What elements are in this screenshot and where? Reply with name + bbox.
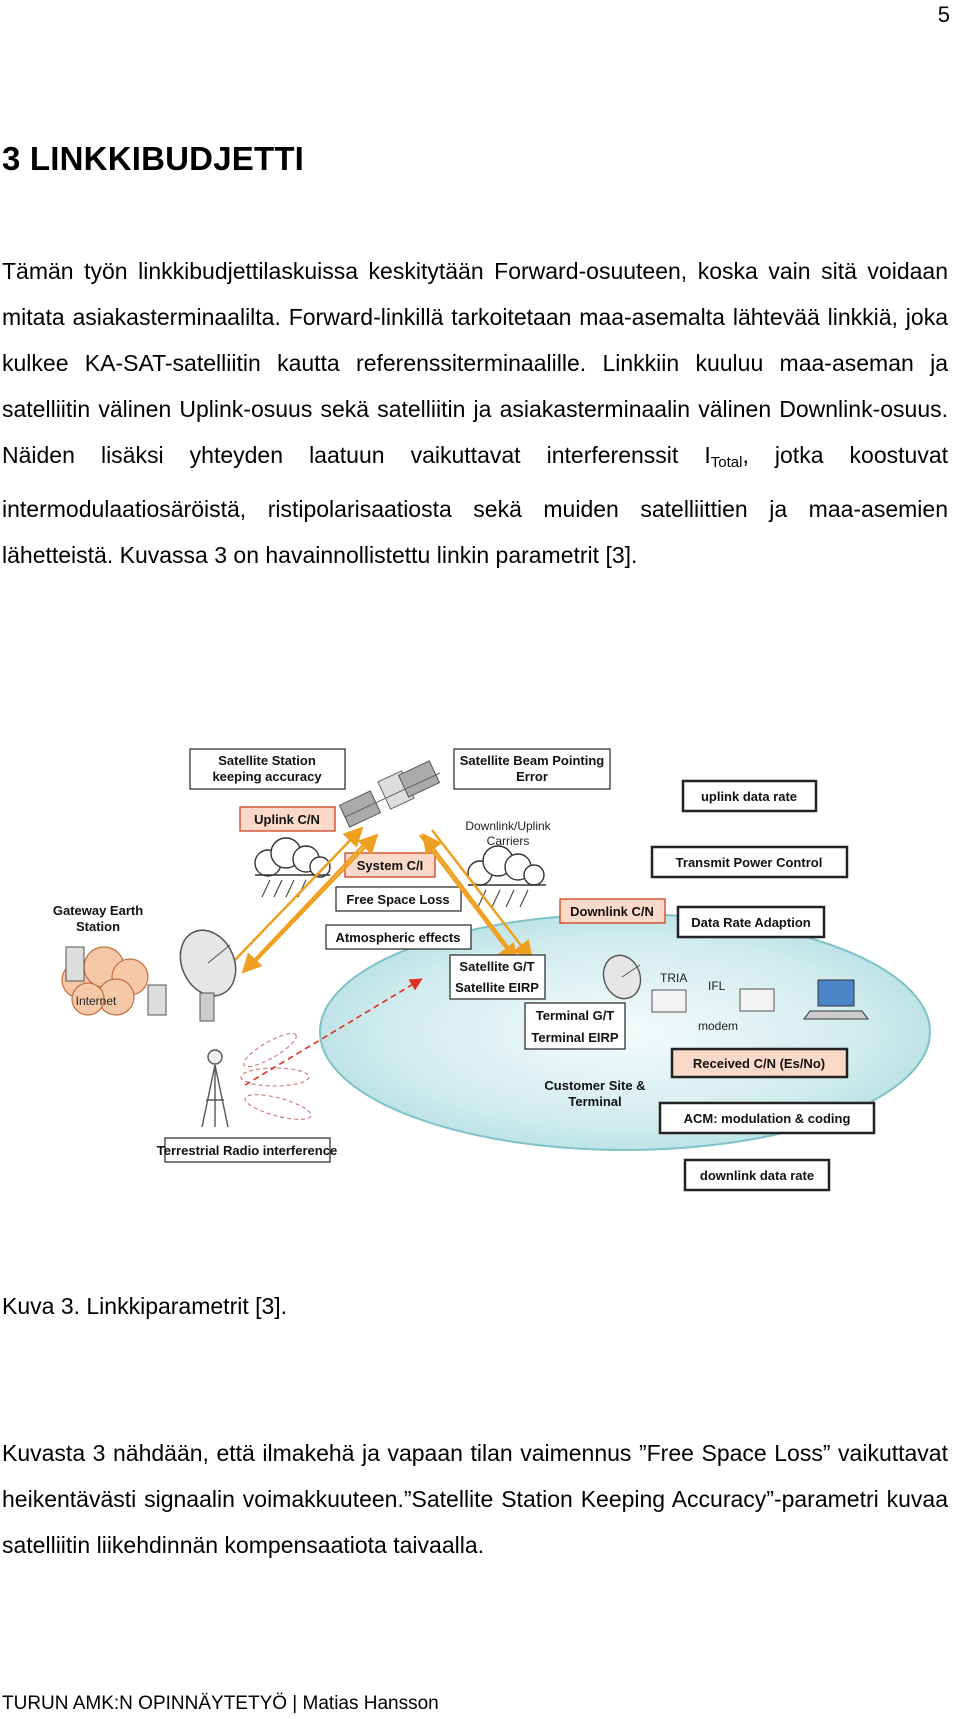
carriers-label-2: Carriers [487, 834, 530, 848]
satellite-station-keeping-box: Satellite Station keeping accuracy [189, 748, 346, 790]
internet-cloud-icon [61, 946, 149, 1016]
gateway-label-2: Station [76, 919, 120, 934]
modem-label: modem [698, 1019, 738, 1033]
link-parameters-figure: Satellite Station keeping accuracy Satel… [40, 735, 960, 1235]
atmospheric-effects-label: Atmospheric effects [336, 930, 461, 945]
customer-dish-icon [602, 954, 642, 1000]
intro-paragraph: Tämän työn linkkibudjettilaskuissa keski… [2, 248, 948, 578]
terrestrial-lobes [240, 1032, 312, 1120]
uplink-data-rate-box: uplink data rate [681, 779, 818, 813]
data-rate-adaption-label: Data Rate Adaption [691, 915, 810, 930]
downlink-data-rate-label: downlink data rate [700, 1168, 814, 1183]
terminal-eirp-label: Terminal EIRP [531, 1030, 619, 1045]
ifl-label: IFL [708, 979, 726, 993]
page-number: 5 [937, 2, 950, 27]
terrestrial-interference-label: Terrestrial Radio interference [157, 1143, 337, 1158]
carriers-label-1: Downlink/Uplink [465, 819, 551, 833]
satellite-gt-eirp-box: Satellite G/T Satellite EIRP [449, 954, 546, 1000]
laptop-icon [803, 979, 869, 1020]
satellite-gt-label: Satellite G/T [459, 959, 534, 974]
analysis-paragraph: Kuvasta 3 nähdään, että ilmakehä ja vapa… [2, 1440, 948, 1558]
internet-label: Internet [76, 994, 117, 1008]
terrestrial-interference-box: Terrestrial Radio interference [157, 1137, 337, 1163]
beam-pointing-error-box: Satellite Beam Pointing Error [453, 748, 611, 790]
intro-paragraph-tail: , jotka koostuvat intermodulaatiosäröist… [2, 442, 949, 568]
terminal-gt-eirp-box: Terminal G/T Terminal EIRP [524, 1002, 626, 1050]
gateway-dish-icon [179, 929, 237, 1022]
server-icon [147, 984, 167, 1016]
modem-icon [739, 988, 775, 1012]
customer-site-label-1: Customer Site & [544, 1078, 645, 1093]
downlink-cn-box: Downlink C/N [559, 898, 666, 924]
free-space-loss-box: Free Space Loss [335, 886, 462, 912]
uplink-data-rate-label: uplink data rate [701, 789, 797, 804]
uplink-cn-box: Uplink C/N [239, 806, 336, 832]
uplink-cn-label: Uplink C/N [254, 812, 320, 827]
acm-label: ACM: modulation & coding [684, 1111, 851, 1126]
downlink-cn-label: Downlink C/N [570, 904, 654, 919]
data-rate-adaption-box: Data Rate Adaption [676, 905, 826, 939]
chapter-heading: 3 LINKKIBUDJETTI [2, 140, 305, 177]
satellite-station-label-2: keeping accuracy [212, 769, 322, 784]
intro-paragraph-subscript: Total [710, 454, 743, 471]
atmospheric-effects-box: Atmospheric effects [325, 924, 472, 950]
page-footer: TURUN AMK:N OPINNÄYTETYÖ | Matias Hansso… [2, 1693, 439, 1714]
acm-box: ACM: modulation & coding [658, 1101, 876, 1135]
free-space-loss-label: Free Space Loss [346, 892, 449, 907]
satellite-eirp-label: Satellite EIRP [455, 980, 539, 995]
tria-label: TRIA [660, 971, 687, 985]
radio-tower-icon [201, 1049, 229, 1128]
server-icon [65, 946, 85, 982]
received-cn-label: Received C/N (Es/No) [693, 1056, 825, 1071]
cloud-left-icon [254, 837, 331, 878]
downlink-data-rate-box: downlink data rate [683, 1158, 831, 1192]
satellite-icon [338, 760, 441, 828]
customer-site-label-2: Terminal [568, 1094, 621, 1109]
gateway-label-1: Gateway Earth [53, 903, 143, 918]
tria-box-icon [651, 989, 687, 1013]
intro-paragraph-lead: Tämän työn linkkibudjettilaskuissa keski… [2, 258, 948, 468]
system-ci-label: System C/I [357, 858, 423, 873]
cloud-right-icon [467, 845, 546, 886]
transmit-power-label: Transmit Power Control [676, 855, 823, 870]
beam-pointing-label-1: Satellite Beam Pointing [460, 753, 605, 768]
satellite-station-label-1: Satellite Station [218, 753, 316, 768]
beam-pointing-label-2: Error [516, 769, 548, 784]
terminal-gt-label: Terminal G/T [536, 1008, 615, 1023]
figure-caption: Kuva 3. Linkkiparametrit [3]. [2, 1293, 288, 1319]
interference-arrow [244, 978, 423, 1086]
transmit-power-control-box: Transmit Power Control [650, 845, 849, 879]
received-cn-box: Received C/N (Es/No) [670, 1047, 849, 1079]
system-ci-box: System C/I [344, 852, 436, 878]
